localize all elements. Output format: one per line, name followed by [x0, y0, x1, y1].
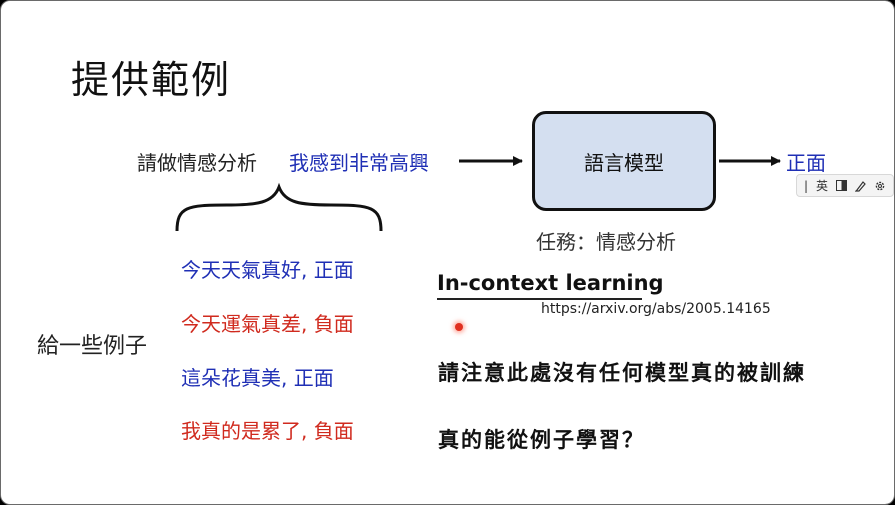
icl-url[interactable]: https://arxiv.org/abs/2005.14165 [541, 301, 771, 317]
language-toggle[interactable]: 英 [816, 179, 829, 193]
icl-title: In-context learning [437, 271, 664, 295]
output-label: 正面 [786, 151, 826, 175]
language-model-label: 語言模型 [584, 150, 664, 175]
icl-underline [437, 298, 642, 300]
task-label: 任務：情感分析 [536, 230, 676, 254]
curly-brace [175, 182, 383, 232]
give-examples-label: 給一些例子 [37, 334, 148, 359]
example-2: 今天運氣真差, 負面 [181, 312, 354, 336]
instruction-text: 請做情感分析 [137, 151, 257, 175]
toolbar-separator: | [803, 178, 809, 193]
language-model-box: 語言模型 [532, 111, 716, 211]
note-question: 真的能從例子學習？ [438, 428, 645, 452]
slide-title: 提供範例 [71, 58, 232, 102]
gear-icon[interactable] [874, 180, 886, 192]
example-1: 今天天氣真好, 正面 [181, 258, 354, 282]
laser-pointer [455, 323, 463, 331]
half-width-icon[interactable] [836, 180, 848, 191]
ime-toolbar: | 英 [796, 174, 894, 197]
input-text: 我感到非常高興 [289, 151, 429, 175]
example-3: 這朵花真美, 正面 [181, 366, 334, 390]
example-4: 我真的是累了, 負面 [181, 419, 354, 443]
pen-icon[interactable] [855, 180, 866, 192]
note-no-training: 請注意此處沒有任何模型真的被訓練 [438, 361, 806, 385]
